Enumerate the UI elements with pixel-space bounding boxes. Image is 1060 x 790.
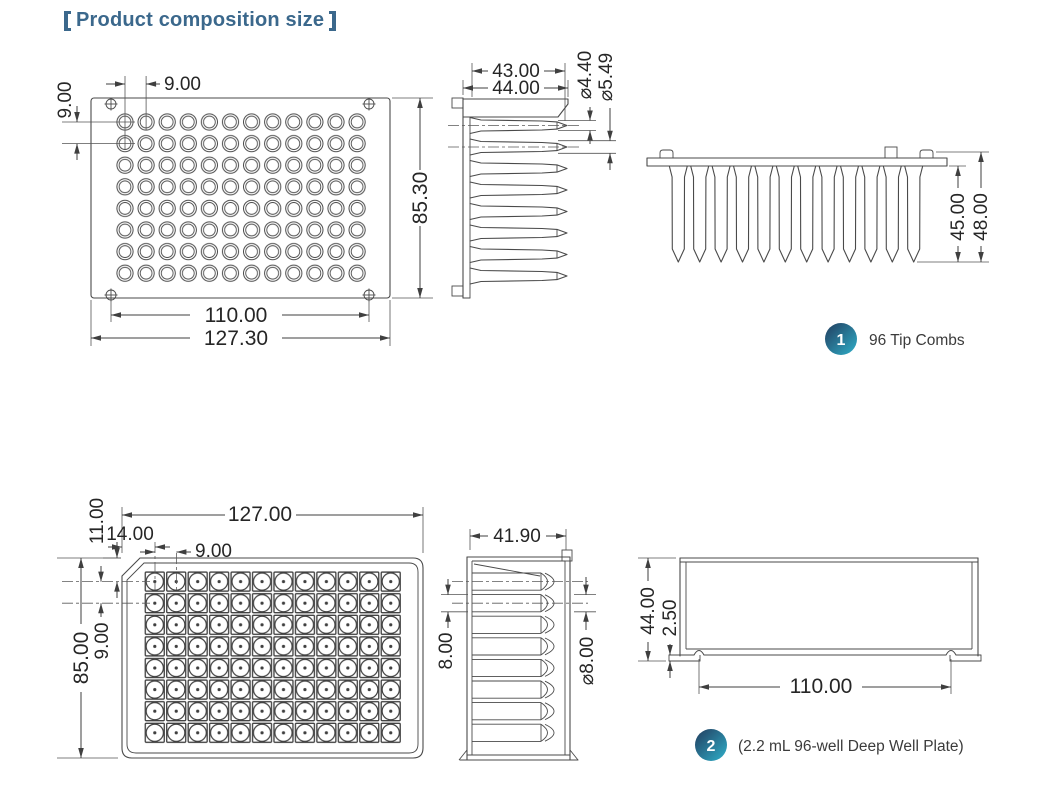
title-bracket-right-icon bbox=[329, 10, 337, 31]
legend-1-label: 96 Tip Combs bbox=[869, 332, 965, 349]
deep-well-outline bbox=[121, 557, 424, 759]
legend-item-2: 2 (2.2 mL 96-well Deep Well Plate) bbox=[695, 729, 964, 761]
deep-well-top-view: 127.00 14.00 11.00 9.00 9.00 85.00 bbox=[57, 498, 424, 759]
tip-comb-front-view: 45.00 48.00 bbox=[646, 146, 992, 263]
dim-skirt-height: 2.50 bbox=[660, 600, 681, 637]
front-view-right-clip bbox=[919, 149, 934, 158]
dim-tip-hang-length: 45.00 bbox=[948, 193, 969, 241]
tip-comb-side-dimension-lines bbox=[462, 63, 616, 170]
deep-well-top-dimension-lines bbox=[57, 507, 424, 759]
front-view-bar bbox=[646, 157, 948, 167]
dim-plate-overall-height: 44.00 bbox=[638, 587, 659, 635]
dim-well-pitch-y: 9.00 bbox=[92, 623, 113, 660]
dim-well-depth: 41.90 bbox=[493, 526, 541, 547]
legend-2-label: (2.2 mL 96-well Deep Well Plate) bbox=[738, 738, 964, 755]
tip-comb-top-view: 9.00 9.00 85.30 110.00 127.30 bbox=[55, 74, 433, 350]
deep-well-grid bbox=[144, 570, 402, 744]
dim-plate-width: 127.00 bbox=[228, 503, 292, 526]
dim-tip-base-diameter: ⌀5.49 bbox=[596, 53, 617, 101]
dim-tip-comb-hole-span: 110.00 bbox=[205, 304, 268, 327]
front-view-base-line bbox=[668, 649, 982, 656]
dim-well-width: 8.00 bbox=[436, 633, 457, 670]
tip-comb-front-dimension-lines bbox=[917, 151, 989, 263]
page-title: Product composition size bbox=[64, 9, 337, 32]
legend-1-number: 1 bbox=[837, 332, 846, 349]
tip-comb-plate-outline bbox=[90, 97, 391, 299]
legend-1-badge bbox=[825, 323, 857, 355]
page-title-text: Product composition size bbox=[76, 9, 325, 31]
deep-well-front-view: 44.00 2.50 110.00 bbox=[638, 557, 982, 698]
deep-well-section-view: 41.90 8.00 ⌀8.00 bbox=[436, 526, 598, 761]
dim-tip-comb-pitch-y: 9.00 bbox=[55, 82, 76, 119]
dim-edge-to-well: 14.00 bbox=[106, 524, 154, 545]
side-view-top-tab bbox=[451, 97, 464, 109]
dim-base-width: 110.00 bbox=[790, 675, 853, 698]
front-view-tips bbox=[668, 165, 924, 263]
dim-tip-comb-plate-height: 85.30 bbox=[409, 172, 432, 225]
tip-comb-side-view: 43.00 44.00 ⌀4.40 ⌀5.49 bbox=[448, 51, 617, 299]
side-view-top-rail bbox=[462, 98, 569, 118]
tip-comb-well-grid bbox=[114, 111, 368, 284]
title-bracket-left-icon bbox=[64, 10, 71, 31]
section-view-wells bbox=[472, 572, 555, 742]
deep-well-front-dimension-lines bbox=[638, 557, 952, 694]
dim-tip-comb-plate-width: 127.30 bbox=[204, 327, 268, 350]
dim-comb-overall-height: 48.00 bbox=[971, 193, 992, 241]
dim-well-diameter: ⌀8.00 bbox=[577, 637, 598, 685]
section-view-dimension-lines bbox=[441, 529, 596, 630]
dim-edge-to-row: 11.00 bbox=[87, 498, 108, 544]
section-view-tab bbox=[561, 549, 573, 562]
tip-comb-top-dimension-lines bbox=[62, 76, 433, 346]
legend-2-badge bbox=[695, 729, 727, 761]
dim-tip-overall-length: 44.00 bbox=[492, 78, 540, 99]
legend-item-1: 1 96 Tip Combs bbox=[825, 323, 965, 355]
deep-well-inner-rim bbox=[126, 562, 419, 754]
front-view-left-clip bbox=[659, 149, 674, 158]
side-view-tips bbox=[469, 116, 568, 285]
dim-plate-height: 85.00 bbox=[70, 632, 93, 685]
front-view-notch bbox=[884, 146, 898, 159]
dim-tip-length-to-point: 43.00 bbox=[492, 61, 540, 82]
dim-tip-diameter: ⌀4.40 bbox=[575, 51, 596, 99]
corner-screw-icons bbox=[104, 97, 376, 302]
dim-tip-comb-pitch-x: 9.00 bbox=[164, 74, 201, 95]
legend-2-number: 2 bbox=[707, 738, 716, 755]
dim-well-pitch-x: 9.00 bbox=[195, 541, 232, 562]
side-view-bottom-tab bbox=[451, 285, 464, 297]
